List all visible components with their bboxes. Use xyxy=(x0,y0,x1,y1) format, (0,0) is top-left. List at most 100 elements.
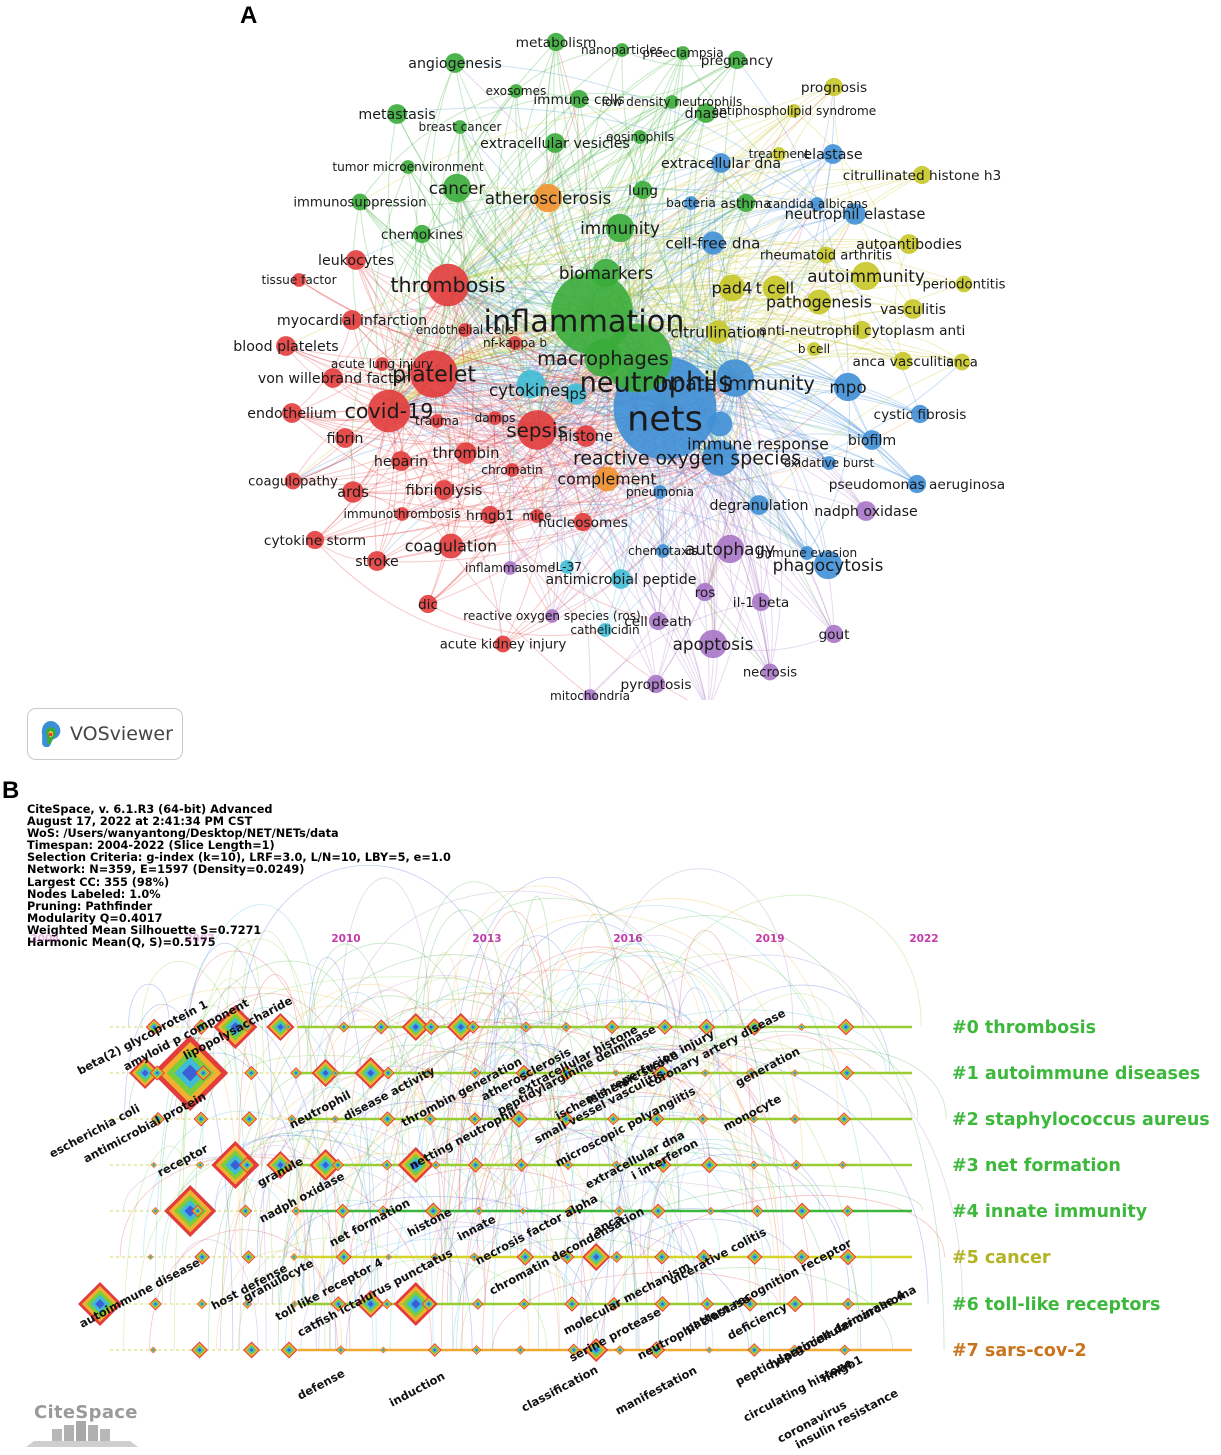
timeline-node xyxy=(697,1113,709,1125)
network-edge xyxy=(447,110,795,286)
node-oxidative-burst xyxy=(822,456,836,470)
network-edge xyxy=(351,319,604,367)
network-edge xyxy=(734,377,918,485)
network-edge xyxy=(689,202,736,379)
network-edge xyxy=(433,373,568,568)
network-edge xyxy=(447,281,849,388)
network-edge xyxy=(719,457,773,673)
network-edge xyxy=(427,312,593,605)
timeline-node xyxy=(381,1159,393,1171)
network-edge xyxy=(291,412,538,445)
node-pregnancy xyxy=(727,50,747,70)
label-myocardial-infarction: myocardial infarction xyxy=(277,313,427,329)
timeline-arc xyxy=(394,1094,637,1120)
network-edge xyxy=(536,429,622,580)
network-edge xyxy=(388,403,587,437)
network-edge xyxy=(350,233,423,493)
network-edge xyxy=(359,201,604,359)
timeline-arc xyxy=(334,1108,520,1258)
timeline-arc xyxy=(315,1238,577,1305)
network-edge xyxy=(530,254,827,385)
label-autoantibodies: autoantibodies xyxy=(856,237,962,253)
node-inflammasome xyxy=(503,561,517,575)
timeline-arc xyxy=(277,1200,426,1305)
timeline-node xyxy=(650,1203,666,1219)
network-edge xyxy=(602,357,634,580)
network-edge xyxy=(388,410,808,554)
network-edge xyxy=(530,383,835,635)
timeline-node xyxy=(338,1021,350,1033)
network-edge xyxy=(502,457,721,645)
timeline-node xyxy=(607,1112,620,1126)
network-edge xyxy=(433,373,835,635)
timeline-arc xyxy=(482,1129,622,1351)
timeline-arc xyxy=(461,1054,578,1258)
node-immune-evasion xyxy=(800,546,814,560)
network-edge xyxy=(291,357,604,421)
timeline-node xyxy=(152,1035,229,1111)
timeline-nodes xyxy=(78,1005,857,1362)
network-edge xyxy=(637,59,738,359)
network-edge xyxy=(447,284,918,485)
label-pregnancy: pregnancy xyxy=(701,53,774,69)
network-edge xyxy=(443,284,466,491)
label-endothelial-cells: endothelial cells xyxy=(416,323,514,337)
label-chemotaxis: chemotaxis xyxy=(628,544,698,558)
timeline-node xyxy=(381,1066,395,1080)
network-edge xyxy=(388,410,608,480)
network-edge xyxy=(421,186,747,235)
label-acute-lung-injury: acute lung injury xyxy=(331,357,433,371)
timeline-node xyxy=(290,1067,302,1079)
network-edge xyxy=(578,98,736,379)
network-edge xyxy=(591,312,918,485)
network-edge xyxy=(351,86,835,321)
node-chemotaxis xyxy=(656,544,670,558)
label-histone: histone xyxy=(559,428,613,445)
node-candida-albicans xyxy=(810,197,824,211)
timeline-node xyxy=(749,1160,759,1170)
network-edge xyxy=(447,284,622,580)
timeline-node xyxy=(373,1019,389,1035)
network-edge xyxy=(447,235,714,286)
node-cell-free-dna xyxy=(701,231,725,255)
timeline-arc xyxy=(545,954,864,1258)
network-edge xyxy=(536,59,738,431)
network-edge xyxy=(720,162,921,415)
network-edge xyxy=(619,227,736,379)
timeline-arc xyxy=(306,943,405,1212)
label-neutrophils: neutrophils xyxy=(580,368,733,399)
node-metastasis xyxy=(387,104,407,124)
timeline-node xyxy=(837,1018,855,1036)
timeline-arc xyxy=(474,914,803,1166)
node-acute-lung-injury xyxy=(375,357,389,371)
timeline-arc xyxy=(382,1042,640,1351)
network-edge xyxy=(388,410,553,617)
network-edge xyxy=(621,49,738,67)
timeline-arc xyxy=(415,881,561,1166)
label-cystic-fibrosis: cystic fibrosis xyxy=(874,407,967,423)
node-von-willebrand-factor xyxy=(323,368,343,388)
network-edge xyxy=(719,301,820,459)
timeline-node xyxy=(584,1338,609,1362)
label-treatment: treatment xyxy=(749,147,810,161)
timeline-node xyxy=(705,1346,713,1354)
label-cell-death: cell death xyxy=(624,614,691,630)
node-dnase xyxy=(696,103,716,123)
timeline-node xyxy=(745,1067,757,1079)
label-thrombosis: thrombosis xyxy=(390,273,505,297)
network-edge xyxy=(351,319,538,517)
network-edge xyxy=(619,202,747,231)
node-nanoparticles xyxy=(615,43,629,57)
timeline-node xyxy=(309,1149,342,1181)
network-edge xyxy=(536,283,965,431)
network-edge xyxy=(489,503,829,566)
timeline-node xyxy=(78,1282,122,1326)
timeline-node xyxy=(354,1057,387,1089)
timeline-node xyxy=(335,1203,351,1219)
network-edge xyxy=(298,279,604,361)
timeline-node xyxy=(211,1141,260,1189)
node-eosinophils xyxy=(633,130,647,144)
network-edge xyxy=(388,59,738,412)
timeline-arc xyxy=(547,898,839,1120)
